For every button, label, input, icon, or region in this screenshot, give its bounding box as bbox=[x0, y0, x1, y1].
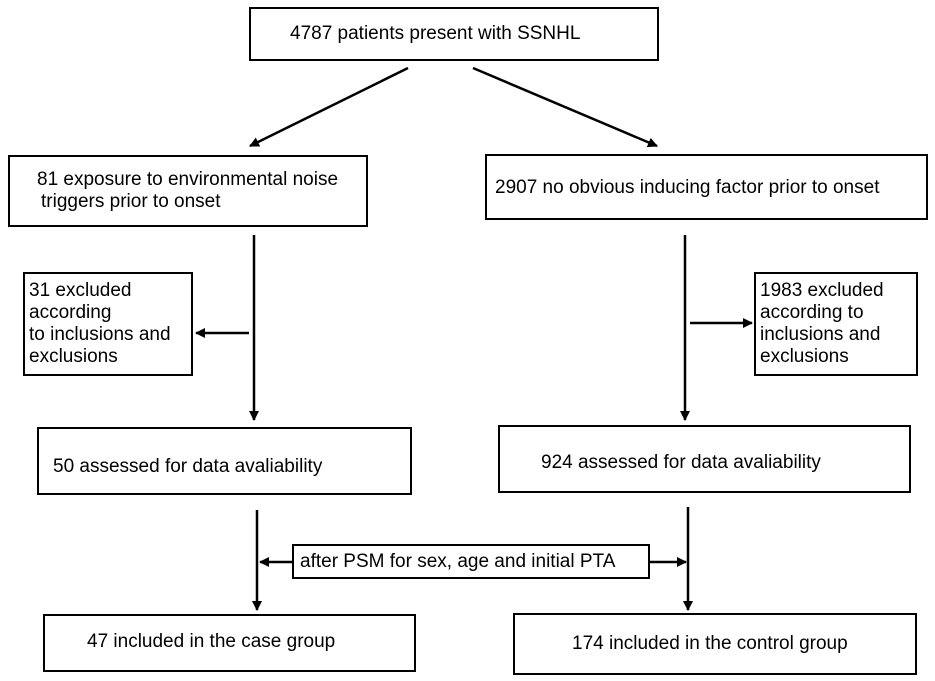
arrow-top-to-right bbox=[472, 66, 658, 148]
psm-box: after PSM for sex, age and initial PTA bbox=[292, 544, 650, 579]
right-group-box: 2907 no obvious inducing factor prior to… bbox=[485, 154, 928, 220]
left-excluded-line2: according bbox=[29, 302, 112, 323]
right-excluded-line4: exclusions bbox=[760, 346, 849, 367]
right-assessed-text: 924 assessed for data avaliability bbox=[541, 452, 821, 473]
right-included-box: 174 included in the control group bbox=[513, 613, 917, 675]
left-excluded-box: 31 excluded according to inclusions and … bbox=[23, 272, 193, 376]
right-excluded-line2: according to bbox=[760, 302, 864, 323]
top-box-text: 4787 patients present with SSNHL bbox=[290, 23, 581, 44]
left-excluded-line4: exclusions bbox=[29, 346, 118, 367]
left-group-line2: triggers prior to onset bbox=[41, 191, 221, 212]
right-excluded-line3: inclusions and bbox=[760, 324, 881, 345]
right-included-text: 174 included in the control group bbox=[572, 633, 848, 654]
top-box: 4787 patients present with SSNHL bbox=[249, 7, 659, 61]
left-included-text: 47 included in the case group bbox=[87, 631, 336, 652]
right-group-text: 2907 no obvious inducing factor prior to… bbox=[495, 177, 880, 198]
left-assessed-box: 50 assessed for data avaliability bbox=[37, 427, 412, 495]
left-group-line1: 81 exposure to environmental noise bbox=[37, 169, 339, 190]
right-excluded-line1: 1983 excluded bbox=[760, 280, 884, 301]
psm-text: after PSM for sex, age and initial PTA bbox=[300, 551, 616, 572]
left-excluded-line1: 31 excluded bbox=[29, 280, 132, 301]
right-assessed-box: 924 assessed for data avaliability bbox=[498, 425, 911, 493]
left-group-box: 81 exposure to environmental noise trigg… bbox=[8, 155, 368, 227]
left-included-box: 47 included in the case group bbox=[43, 614, 416, 672]
right-excluded-box: 1983 excluded according to inclusions an… bbox=[754, 272, 918, 376]
arrow-top-to-left bbox=[249, 66, 409, 148]
left-excluded-line3: to inclusions and bbox=[29, 324, 171, 345]
left-assessed-text: 50 assessed for data avaliability bbox=[53, 456, 323, 477]
